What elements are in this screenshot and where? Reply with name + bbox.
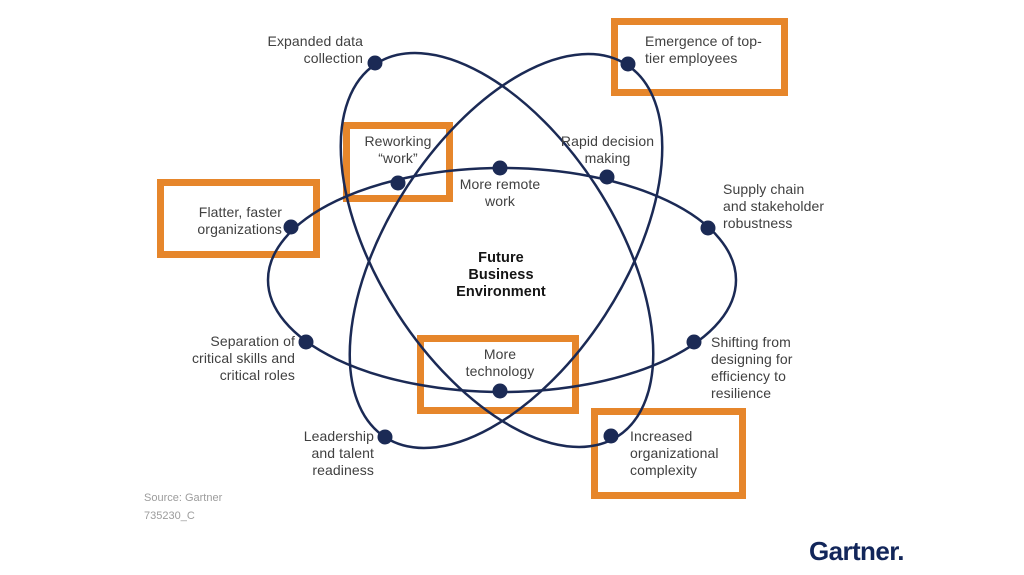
node-label-increased: Increased organizational complexity (630, 428, 719, 478)
node-label-supply-chain: Supply chain and stakeholder robustness (723, 181, 825, 231)
node-label-more-remote: More remote work (459, 176, 541, 209)
highlight-boxes (157, 18, 788, 499)
highlight-box-increased (591, 408, 746, 499)
node-dot-shifting (686, 334, 702, 350)
node-label-flatter: Flatter, faster organizations (197, 204, 282, 237)
node-label-emergence: Emergence of top- tier employees (645, 33, 762, 66)
node-label-leadership: Leadership and talent readiness (303, 428, 374, 478)
node-dot-increased (603, 428, 619, 444)
source-note: Source: Gartner (144, 492, 223, 504)
highlight-box-emergence (611, 18, 788, 96)
node-dot-rapid-decision (599, 169, 615, 185)
gartner-logo: Gartner. (809, 536, 905, 566)
highlight-box-flatter (157, 179, 320, 258)
node-dot-separation (298, 334, 314, 350)
node-label-reworking: Reworking “work” (364, 133, 432, 166)
node-label-shifting: Shifting from designing for efficiency t… (711, 334, 793, 401)
node-dot-leadership (377, 429, 393, 445)
highlight-box-more-technology (417, 335, 579, 414)
node-dot-flatter (283, 219, 299, 235)
diagram-center-title: Future Business Environment (456, 250, 546, 300)
node-label-separation: Separation of critical skills and critic… (191, 333, 295, 383)
node-label-expanded-data: Expanded data collection (267, 33, 363, 66)
node-dot-reworking (390, 175, 406, 191)
node-label-rapid-decision: Rapid decision making (560, 133, 655, 166)
node-dot-more-technology (492, 383, 508, 399)
node-dot-expanded-data (367, 55, 383, 71)
node-dot-emergence (620, 56, 636, 72)
node-dots (283, 55, 716, 445)
node-dot-supply-chain (700, 220, 716, 236)
node-dot-more-remote (492, 160, 508, 176)
highlight-box-reworking (343, 122, 453, 202)
node-label-more-technology: More technology (465, 346, 535, 379)
document-code: 735230_C (144, 510, 195, 522)
